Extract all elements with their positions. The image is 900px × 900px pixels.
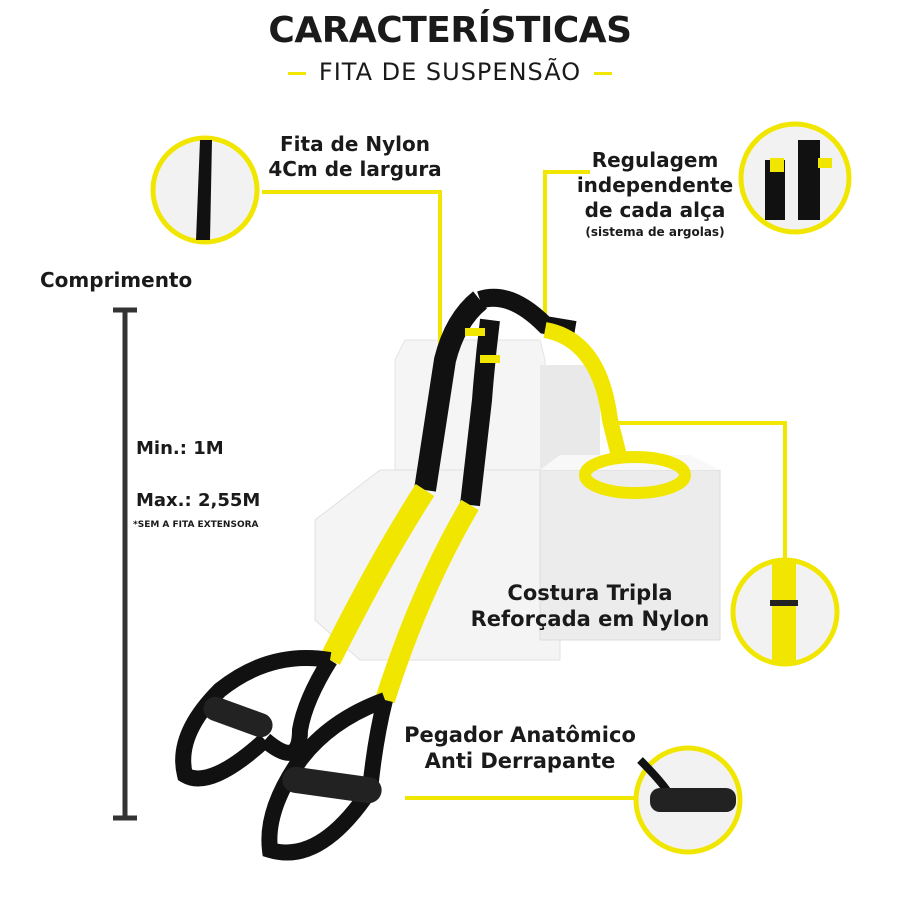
regulagem-label-line1: Regulagem [591,148,719,172]
subtitle-left-dash [288,71,307,75]
length-max: Max.: 2,55M [136,490,261,511]
detail-circle-costura [730,557,840,667]
regulagem-label-line2: independente [576,173,734,197]
pegador-label: Pegador Anatômico Anti Derrapante [370,722,670,775]
costura-label-line2: Reforçada em Nylon [470,607,710,632]
regulagem-note: (sistema de argolas) [585,225,725,239]
regulagem-label: Regulagem independente de cada alça (sis… [560,148,750,240]
length-label: Comprimento [40,268,193,292]
costura-label-line1: Costura Tripla [507,581,673,605]
page-subtitle: FITA DE SUSPENSÃO [0,58,900,86]
pegador-label-line2: Anti Derrapante [424,749,616,774]
subtitle-text: FITA DE SUSPENSÃO [318,58,582,86]
length-note: *SEM A FITA EXTENSORA [133,520,259,530]
length-min: Min.: 1M [136,438,224,459]
length-bar [113,307,137,821]
detail-circle-regulagem [738,121,852,235]
detail-circle-nylon [150,135,260,245]
detail-circle-pegador [633,745,743,855]
page-title: CARACTERÍSTICAS [268,10,632,51]
connector-lines [262,170,787,800]
handles [203,696,382,804]
nylon-label-line1: Fita de Nylon [280,132,430,156]
subtitle-right-dash [593,71,612,75]
suspension-straps [175,288,691,861]
pegador-label-line1: Pegador Anatômico [404,723,636,747]
nylon-label: Fita de Nylon 4Cm de largura [255,132,455,182]
costura-label: Costura Tripla Reforçada em Nylon [440,580,740,633]
nylon-label-line2: 4Cm de largura [268,157,442,181]
regulagem-label-line3: de cada alça [584,198,726,222]
